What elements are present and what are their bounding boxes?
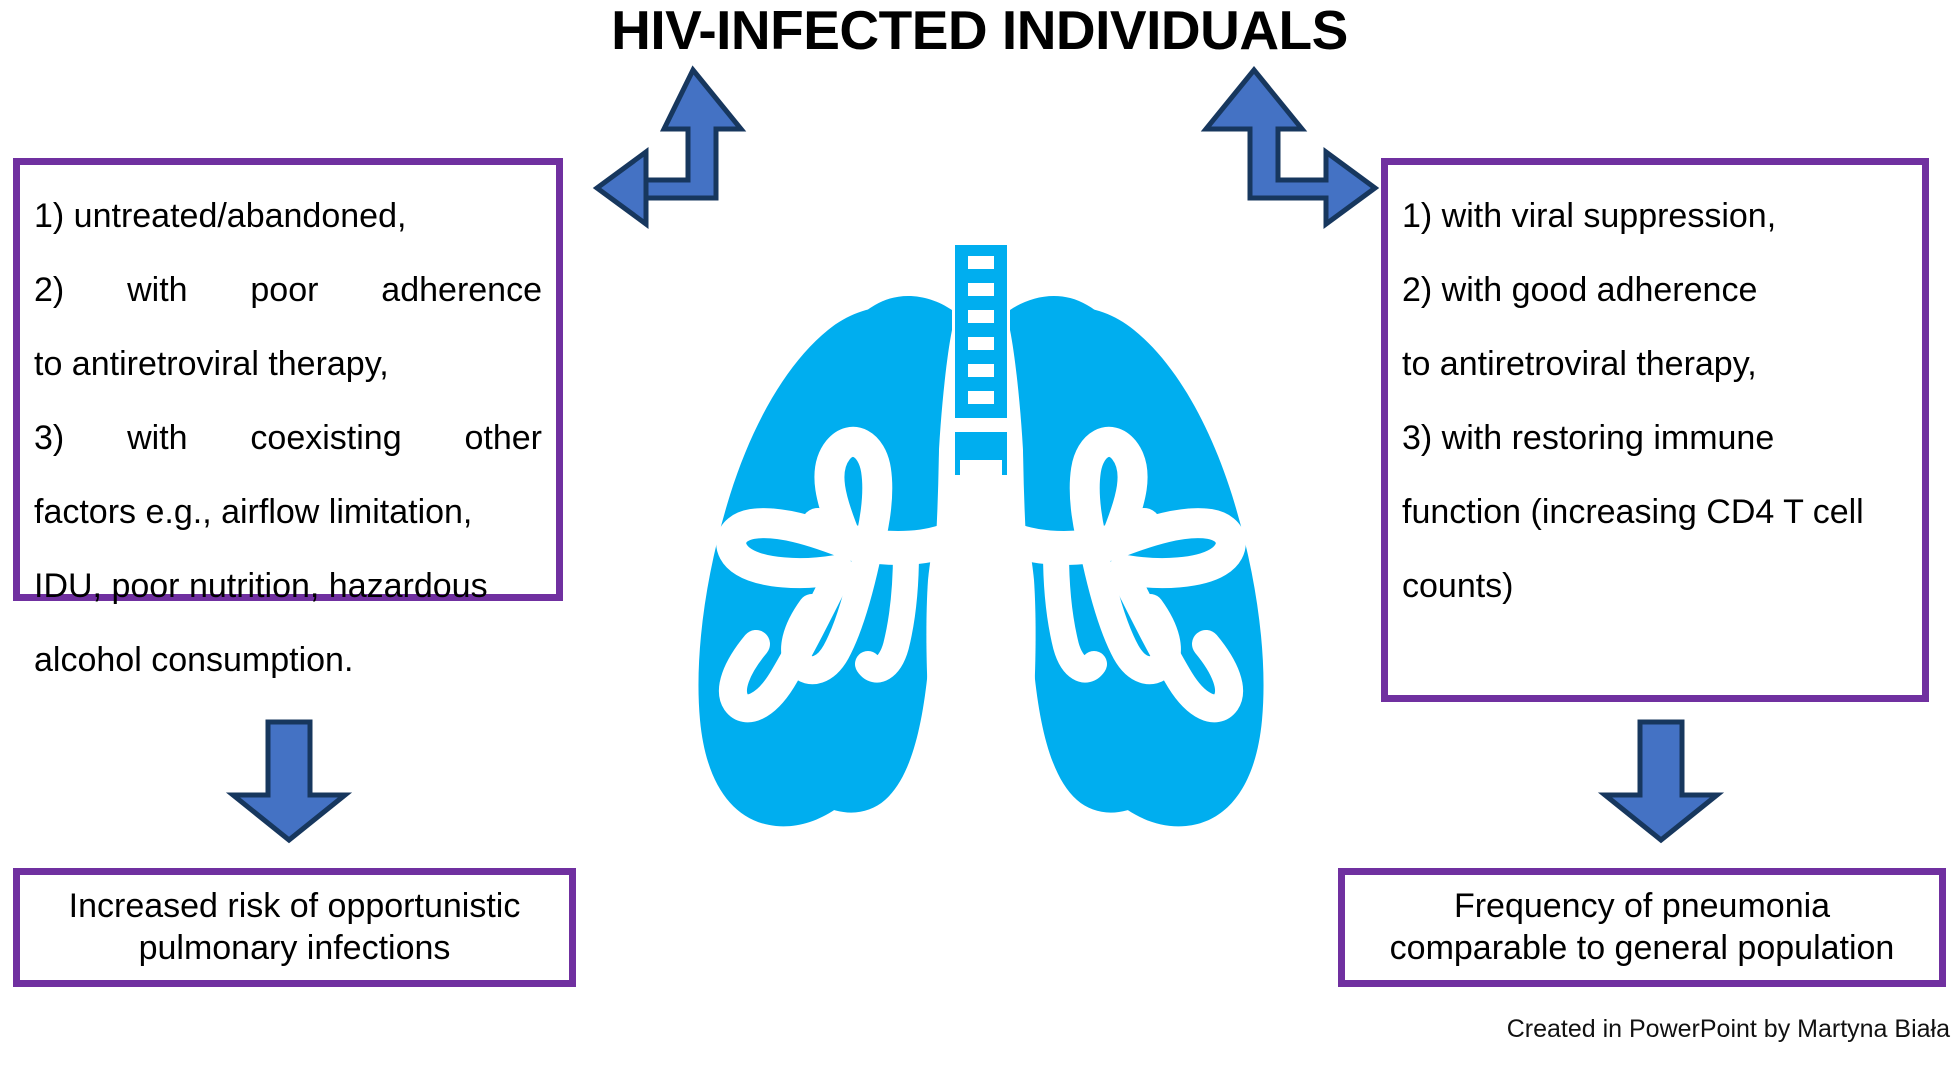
right-criteria-line-6: counts) [1402,567,1514,605]
left-outcome-line-2: pulmonary infections [138,928,451,967]
left-outcome-text: Increased risk of opportunistic pulmonar… [63,886,527,969]
left-outcome-box: Increased risk of opportunistic pulmonar… [13,868,576,987]
right-outcome-line-1: Frequency of pneumonia [1453,887,1831,926]
left-criteria-content: 1) untreated/abandoned, 2) with poor adh… [20,165,556,679]
page-title: HIV-INFECTED INDIVIDUALS [611,0,1348,61]
right-outcome-text: Frequency of pneumonia comparable to gen… [1384,886,1901,969]
right-outcome-line-2: comparable to general population [1389,928,1895,967]
arrow-down-right-shape [1597,719,1725,844]
left-criteria-box: 1) untreated/abandoned, 2) with poor adh… [13,158,563,679]
arrow-down-left-shape [225,719,353,844]
right-criteria-line-1: 1) with viral suppression, [1402,197,1777,235]
left-outcome-line-1: Increased risk of opportunistic [68,887,521,926]
left-criteria-line-2: 2) with poor adherence [34,271,542,309]
left-criteria-line-5: factors e.g., airflow limitation, [34,493,473,531]
left-criteria-line-7: alcohol consumption. [34,641,354,679]
right-criteria-box: 1) with viral suppression, 2) with good … [1381,158,1929,702]
left-criteria-line-6: IDU, poor nutrition, hazardous [34,567,488,605]
left-criteria-line-4: 3) with coexisting other [34,419,542,457]
left-criteria-line-1: 1) untreated/abandoned, [34,197,407,235]
right-criteria-line-2: 2) with good adherence [1402,271,1758,309]
right-criteria-line-4: 3) with restoring immune [1402,419,1775,457]
right-criteria-line-5: function (increasing CD4 T cell [1402,493,1864,531]
bent-arrow-up-right-shape-2 [1200,66,1380,229]
right-criteria-line-3: to antiretroviral therapy, [1402,345,1757,383]
bent-arrow-up-left-icon [592,72,749,228]
bent-arrow-up-left-shape [592,65,747,229]
left-criteria-line-3: to antiretroviral therapy, [34,345,389,383]
credit-text: Created in PowerPoint by Martyna Biała [1506,1015,1950,1043]
lungs-icon [698,245,1264,840]
right-outcome-box: Frequency of pneumonia comparable to gen… [1338,868,1946,987]
bent-arrow-up-right-shape [1206,70,1369,208]
right-criteria-content: 1) with viral suppression, 2) with good … [1388,165,1922,695]
